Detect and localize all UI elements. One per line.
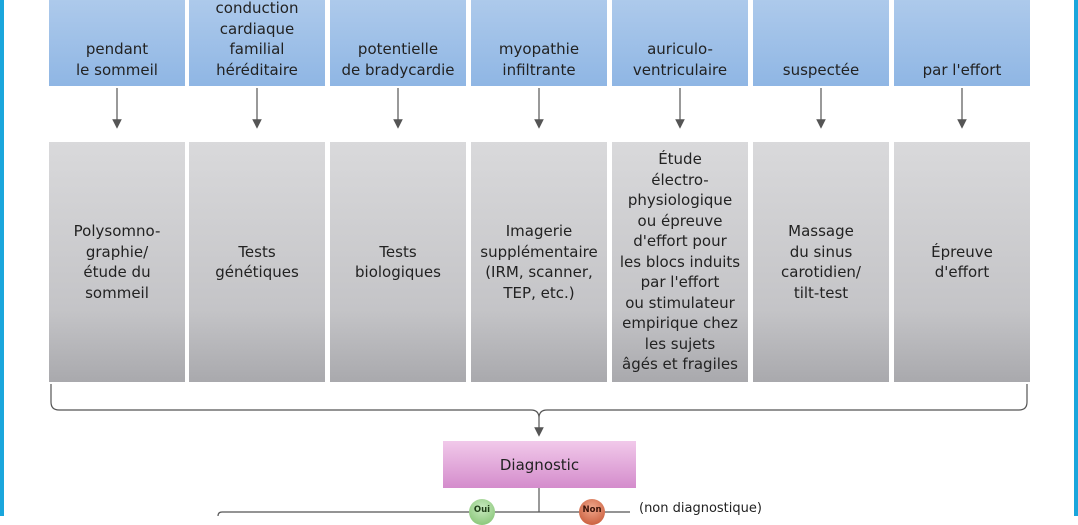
test-label: Tests génétiques [215, 242, 299, 282]
yes-badge: Oui [469, 499, 495, 525]
test-box-6: Massage du sinus carotidien/ tilt-test [753, 142, 889, 382]
condition-label: pendant le sommeil [76, 40, 158, 79]
condition-label: myopathie infiltrante [498, 40, 580, 79]
test-box-7: Épreuve d'effort [894, 142, 1030, 382]
no-badge: Non [579, 499, 605, 525]
condition-label: conduction cardiaque familial héréditair… [215, 0, 299, 79]
non-diagnostic-note: (non diagnostique) [639, 501, 762, 516]
test-box-5: Étude électro- physiologique ou épreuve … [612, 142, 748, 382]
diagnostic-box: Diagnostic [443, 441, 636, 488]
condition-box-7: par l'effort [894, 0, 1030, 86]
test-label: Imagerie supplémentaire (IRM, scanner, T… [480, 222, 598, 302]
test-box-3: Tests biologiques [330, 142, 466, 382]
bracket-connector [50, 384, 1028, 419]
test-box-4: Imagerie supplémentaire (IRM, scanner, T… [471, 142, 607, 382]
yes-branch-line [217, 511, 539, 516]
right-frame-border [1074, 0, 1078, 516]
condition-label: par l'effort [922, 60, 1002, 79]
test-label: Massage du sinus carotidien/ tilt-test [781, 222, 861, 302]
condition-box-4: myopathie infiltrante [471, 0, 607, 86]
condition-box-6: suspectée [753, 0, 889, 86]
test-label: Tests biologiques [355, 242, 441, 282]
condition-box-3: potentielle de bradycardie [330, 0, 466, 86]
condition-label: suspectée [782, 60, 860, 79]
left-frame-border [0, 0, 4, 516]
test-box-2: Tests génétiques [189, 142, 325, 382]
condition-box-1: pendant le sommeil [49, 0, 185, 86]
condition-label: potentielle de bradycardie [341, 40, 455, 79]
test-label: Polysomno- graphie/ étude du sommeil [73, 222, 161, 302]
test-box-1: Polysomno- graphie/ étude du sommeil [49, 142, 185, 382]
condition-label: auriculo- ventriculaire [632, 40, 728, 79]
diagnostic-label: Diagnostic [499, 455, 580, 474]
condition-box-2: conduction cardiaque familial héréditair… [189, 0, 325, 86]
test-label: Épreuve d'effort [931, 242, 993, 282]
test-label: Étude électro- physiologique ou épreuve … [619, 150, 741, 374]
condition-box-5: auriculo- ventriculaire [612, 0, 748, 86]
